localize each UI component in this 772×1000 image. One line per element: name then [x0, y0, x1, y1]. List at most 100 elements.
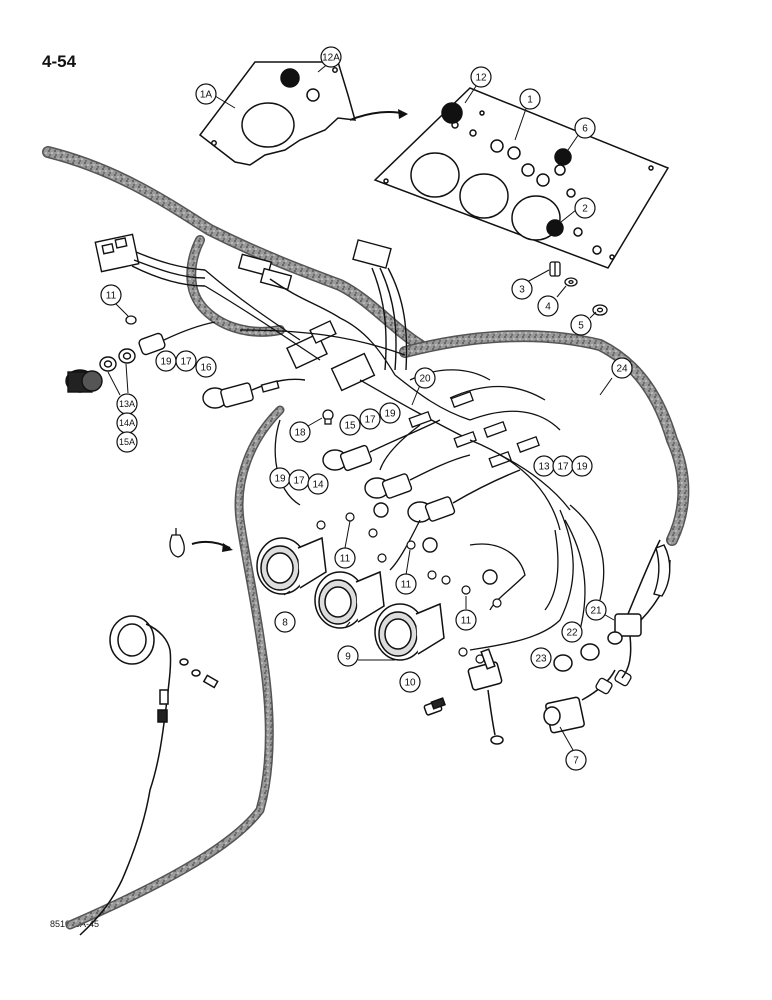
svg-text:17: 17 [293, 476, 305, 487]
svg-text:11: 11 [461, 616, 472, 627]
svg-text:6: 6 [582, 124, 588, 135]
callout-19-mid: 19 [379, 402, 401, 424]
callout-21: 21 [585, 599, 607, 621]
callout-7: 7 [565, 749, 587, 771]
bulb-inset [169, 528, 185, 558]
callout-20: 20 [414, 367, 436, 389]
svg-text:11: 11 [106, 291, 117, 302]
svg-text:14A: 14A [119, 418, 135, 428]
arrow-head-bulb [222, 543, 233, 552]
lamp-socket-16 [202, 378, 306, 409]
svg-text:11: 11 [340, 554, 351, 565]
svg-text:17: 17 [180, 357, 192, 368]
svg-text:4: 4 [545, 302, 551, 313]
bolt-switch [423, 697, 446, 716]
gauge-9 [314, 570, 385, 629]
callout-16: 16 [195, 356, 217, 378]
callout-19-right: 19 [571, 455, 593, 477]
callout-12a: 12A [320, 46, 342, 68]
callout-19-upper: 19 [155, 350, 177, 372]
svg-text:16: 16 [200, 363, 212, 374]
svg-text:2: 2 [582, 204, 588, 215]
svg-text:3: 3 [519, 285, 525, 296]
switch-21 [607, 539, 671, 679]
lamp-lens-13a [65, 369, 103, 393]
callout-22: 22 [561, 621, 583, 643]
connector-plug-a [237, 253, 341, 319]
callout-17-upper: 17 [175, 350, 197, 372]
svg-text:14: 14 [312, 480, 324, 491]
lamp-socket-13 [407, 469, 521, 523]
svg-text:19: 19 [384, 409, 396, 420]
svg-text:21: 21 [590, 606, 602, 617]
lamp-socket-lower [373, 502, 498, 585]
svg-text:24: 24 [616, 364, 628, 375]
toggle-switch [467, 648, 504, 745]
screw-3 [549, 261, 561, 277]
svg-text:19: 19 [576, 462, 588, 473]
callout-13a: 13A [116, 393, 138, 415]
callout-23: 23 [530, 647, 552, 669]
callout-19-lower: 19 [269, 467, 291, 489]
svg-text:1A: 1A [200, 90, 213, 101]
leader-lines [107, 61, 615, 751]
svg-text:20: 20 [419, 374, 431, 385]
svg-text:13: 13 [538, 462, 550, 473]
callout-11-b: 11 [334, 547, 356, 569]
washer-4 [564, 277, 578, 287]
terminals-center [316, 512, 502, 664]
lamp-socket-left [138, 321, 216, 356]
remote-gauge [79, 615, 219, 936]
wire-bundle-upper [204, 269, 471, 441]
svg-text:10: 10 [404, 678, 416, 689]
svg-text:8: 8 [282, 618, 288, 629]
svg-text:17: 17 [557, 462, 569, 473]
svg-text:11: 11 [401, 580, 412, 591]
gauge-8 [256, 536, 327, 595]
arrow-head-1a [398, 109, 408, 119]
nut-5 [592, 304, 608, 316]
page-number: 4-54 [42, 52, 77, 71]
panel-plate-1 [373, 87, 670, 269]
callout-14: 14 [307, 473, 329, 495]
callout-24: 24 [611, 357, 633, 379]
callout-1a: 1A [195, 83, 217, 105]
svg-text:7: 7 [573, 756, 579, 767]
bulb-18 [322, 409, 334, 425]
callout-12: 12 [470, 66, 492, 88]
callout-5: 5 [570, 314, 592, 336]
svg-text:19: 19 [160, 357, 172, 368]
harness-cord-main [42, 146, 690, 930]
callout-18: 18 [289, 421, 311, 443]
connector-caps [595, 669, 632, 695]
lens-cap-23 [553, 654, 573, 672]
nut-15a [118, 348, 136, 364]
svg-text:12A: 12A [322, 53, 340, 64]
lamp-socket-14 [364, 454, 471, 499]
callout-17-lower: 17 [288, 469, 310, 491]
callout-6: 6 [574, 117, 596, 139]
callout-13: 13 [533, 455, 555, 477]
callout-3: 3 [511, 278, 533, 300]
callout-8: 8 [274, 611, 296, 633]
callout-2: 2 [574, 197, 596, 219]
callout-11-left: 11 [100, 284, 122, 306]
svg-text:1: 1 [527, 95, 533, 106]
svg-text:5: 5 [578, 321, 584, 332]
svg-text:9: 9 [345, 652, 351, 663]
svg-text:15: 15 [344, 421, 356, 432]
arrow-1a-to-1 [349, 111, 407, 121]
svg-text:19: 19 [274, 474, 286, 485]
panel-plate-1a [198, 61, 357, 166]
callout-10: 10 [399, 671, 421, 693]
callout-14a: 14A [116, 412, 138, 434]
callout-1: 1 [519, 88, 541, 110]
svg-text:17: 17 [364, 415, 376, 426]
callout-11-c: 11 [395, 573, 417, 595]
svg-text:18: 18 [294, 428, 306, 439]
callout-11-d: 11 [455, 609, 477, 631]
connector-block-left [94, 233, 206, 287]
callouts: 1A 12A 12 1 6 2 3 4 5 11 19 17 16 13A 14… [100, 46, 633, 771]
wire-bundle-right [274, 369, 605, 651]
